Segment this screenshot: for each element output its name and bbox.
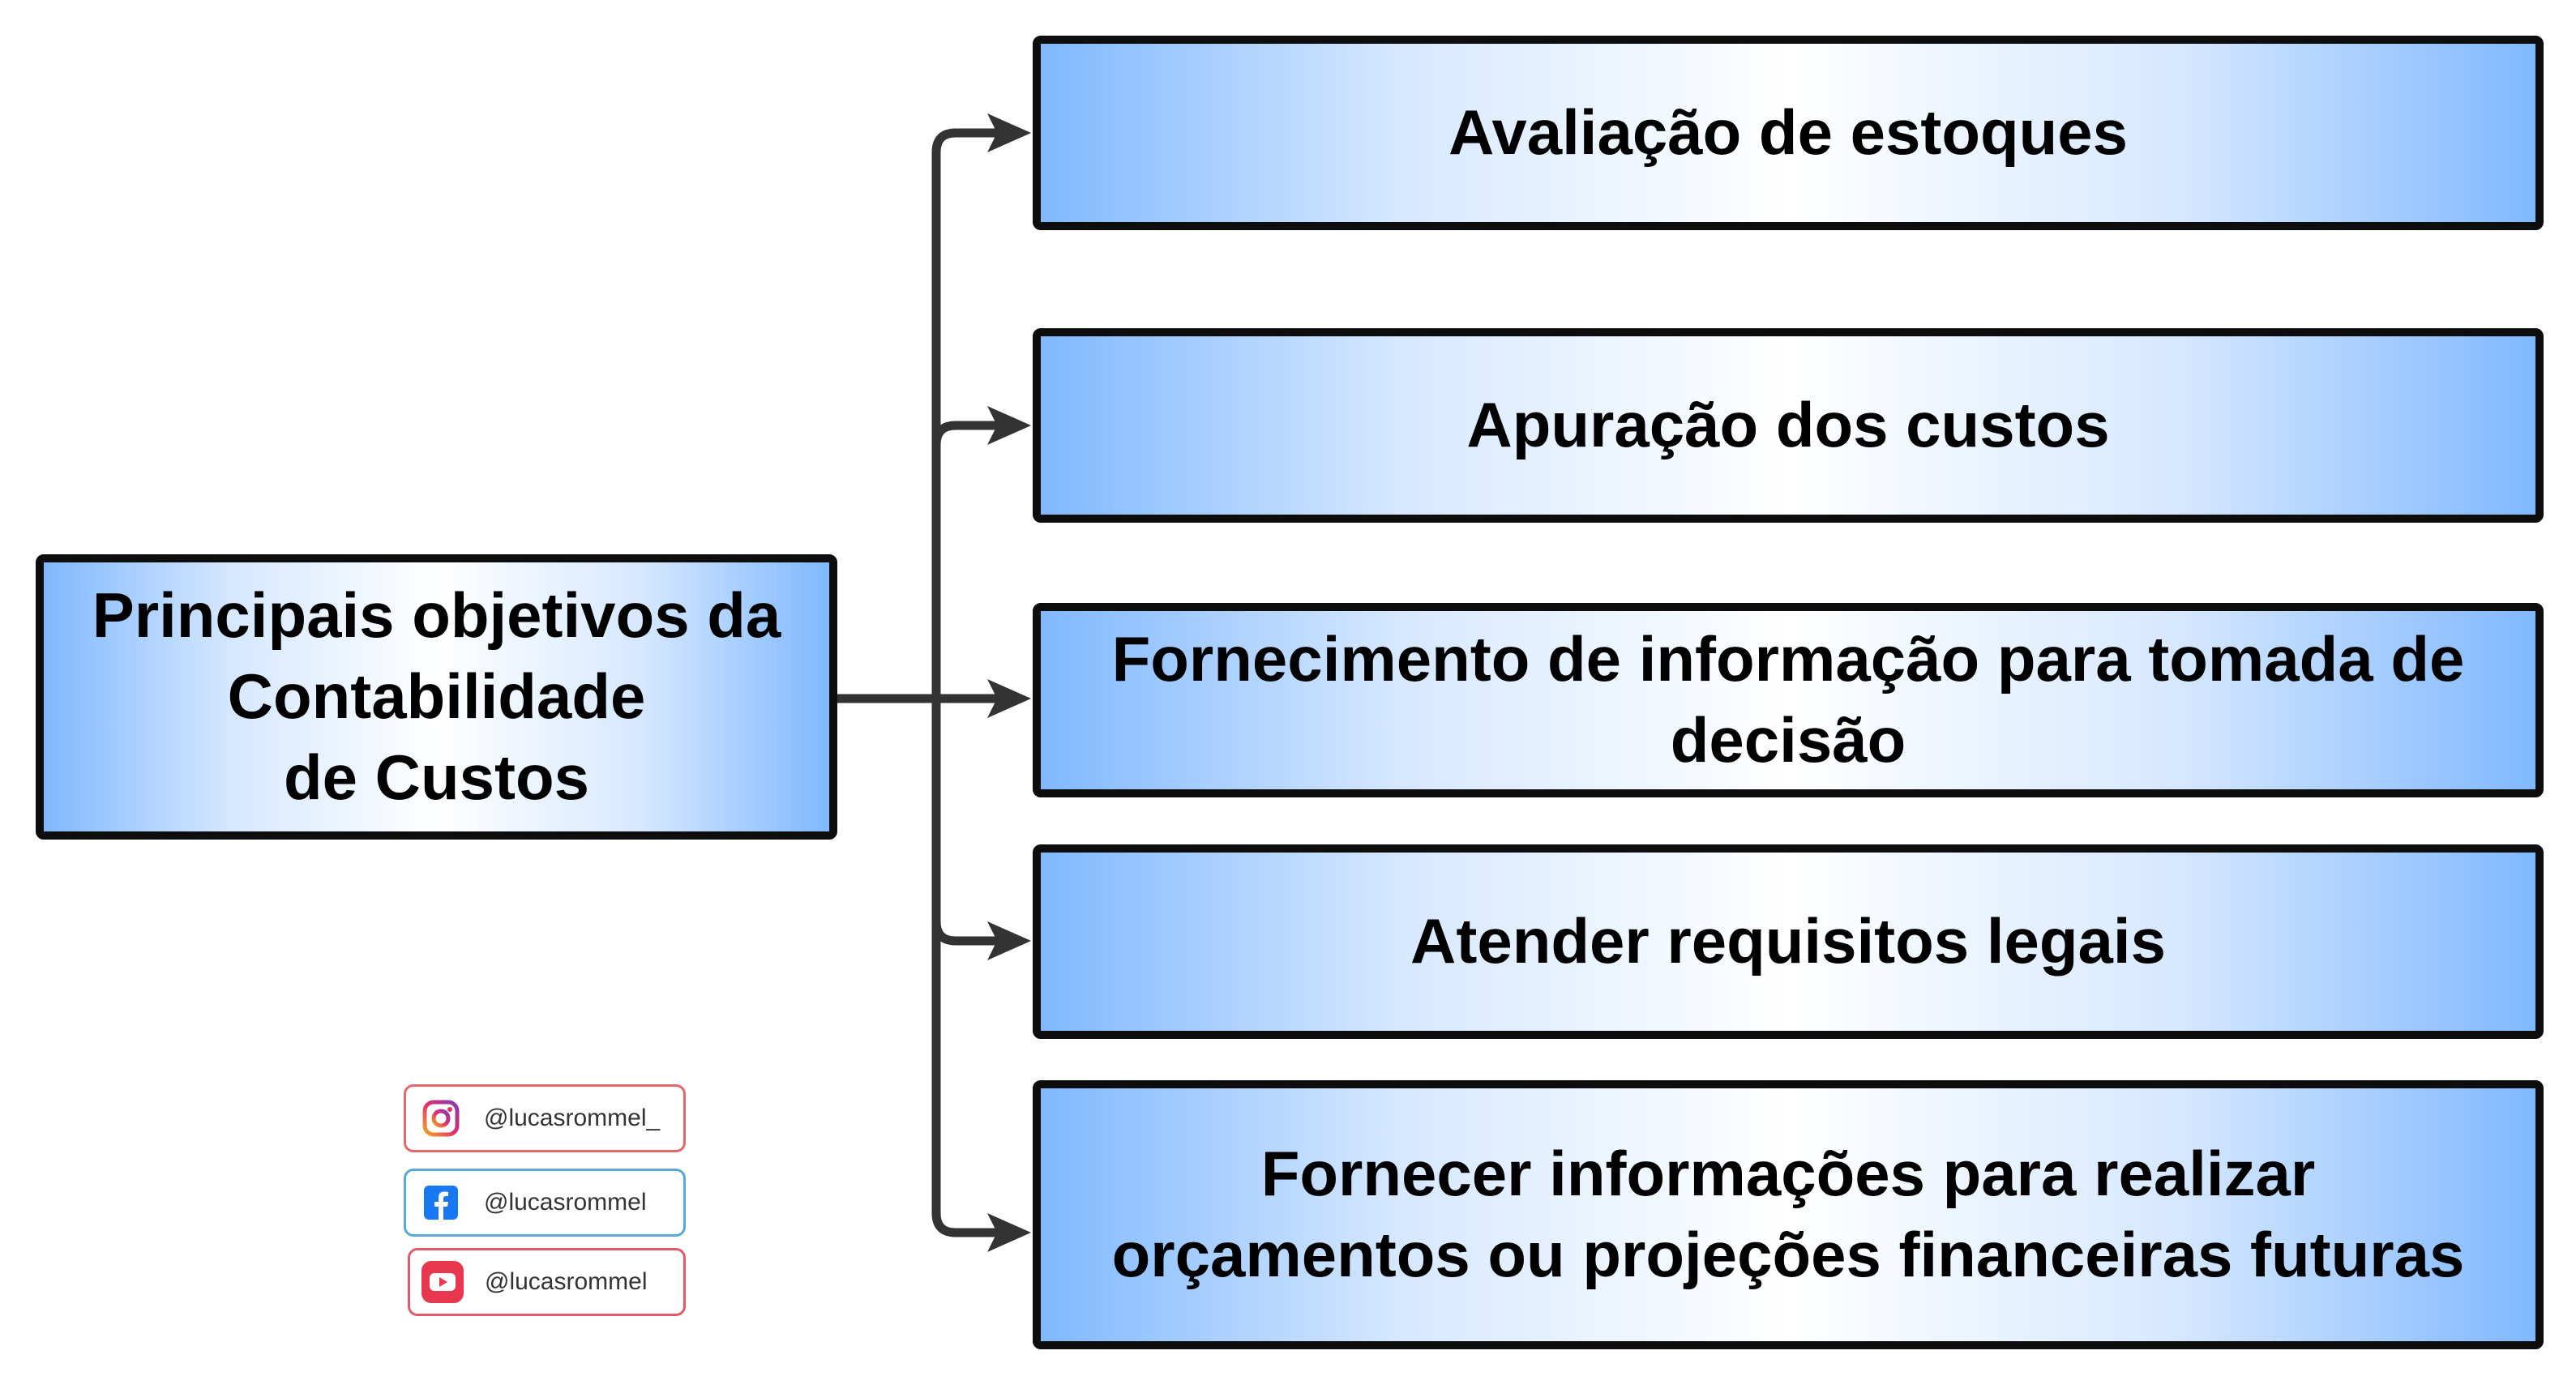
objective-1-line-1: Avaliação de estoques [1448,96,2129,169]
objective-5-line-2: orçamentos ou projeções financeiras futu… [1111,1219,2465,1290]
instagram-icon [422,1100,460,1137]
arrowhead-4 [987,921,1031,960]
objective-node-2: Apuração dos custos [1033,328,2544,523]
objective-2-line-1: Apuração dos custos [1466,389,2110,461]
facebook-badge[interactable]: @lucasrommel [404,1169,686,1237]
instagram-handle: @lucasrommel_ [484,1105,661,1131]
youtube-icon [420,1259,465,1305]
facebook-icon [422,1184,460,1221]
root-node: Principais objetivos da Contabilidade de… [36,554,837,840]
objective-3-line-1: Fornecimento de informação para tomada d… [1111,623,2465,695]
root-line-2: Contabilidade [227,660,646,733]
connector-trunk [931,128,961,1237]
root-line-1: Principais objetivos da [92,579,781,652]
arrowhead-5 [987,1213,1031,1252]
youtube-handle: @lucasrommel [485,1268,648,1295]
objective-5-line-1: Fornecer informações para realizar [1260,1138,2316,1210]
objective-node-3: Fornecimento de informação para tomada d… [1033,603,2544,797]
objective-node-1: Avaliação de estoques [1033,36,2544,230]
objective-node-5: Fornecer informações para realizar orçam… [1033,1080,2544,1349]
connector-branch-4 [931,917,1002,946]
arrowhead-3 [987,679,1031,718]
objective-3-line-2: decisão [1670,704,1906,776]
arrowhead-1 [987,113,1031,152]
instagram-badge[interactable]: @lucasrommel_ [404,1084,686,1152]
root-line-3: de Custos [283,741,590,813]
objective-4-line-1: Atender requisitos legais [1410,905,2166,977]
youtube-badge[interactable]: @lucasrommel [408,1248,686,1316]
facebook-handle: @lucasrommel [484,1189,647,1216]
arrowhead-2 [987,406,1031,445]
objective-node-4: Atender requisitos legais [1033,844,2544,1039]
connector-branch-2 [931,421,1002,450]
